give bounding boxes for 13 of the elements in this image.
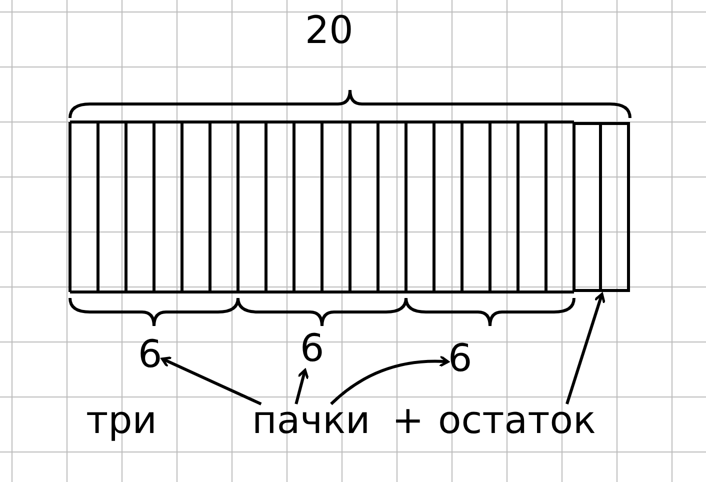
plus-sign: + — [392, 398, 424, 442]
word: пачки — [252, 398, 370, 442]
arrow — [330, 355, 450, 406]
remainder-bars — [574, 122, 630, 292]
dimension-label: 20 — [305, 8, 354, 52]
count-label: 6 — [138, 332, 162, 376]
word: три — [86, 398, 157, 442]
count-label: 6 — [448, 336, 472, 380]
arrow — [566, 292, 606, 404]
count-label: 6 — [300, 326, 324, 370]
word: остаток — [438, 398, 596, 442]
arrow — [294, 368, 310, 404]
arrow — [160, 356, 262, 406]
